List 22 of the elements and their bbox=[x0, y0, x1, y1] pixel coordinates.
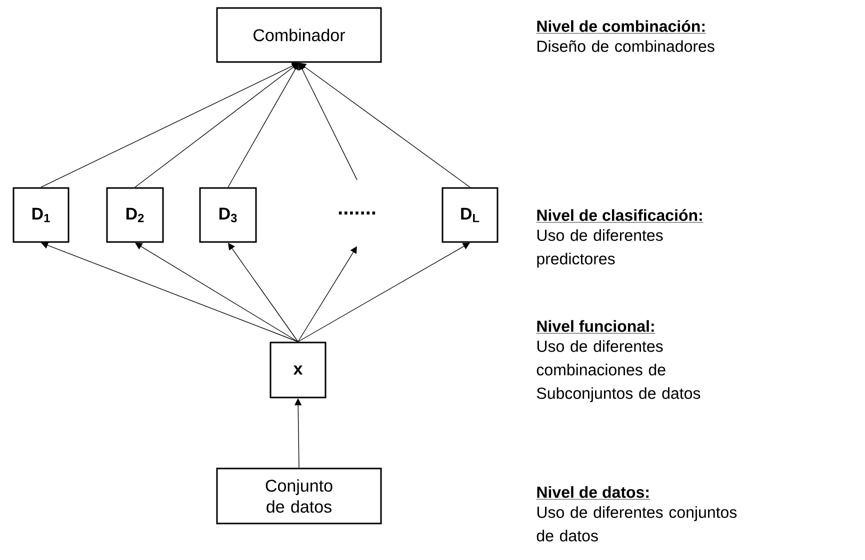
arrow bbox=[41, 242, 298, 342]
level-description: Uso de diferentes combinaciones de Subconjuntos de datos bbox=[536, 340, 700, 402]
level-heading: Nivel de combinación: bbox=[536, 20, 706, 34]
level-description: Uso de diferentes predictores bbox=[537, 229, 663, 268]
level-description: Diseño de combinadores bbox=[538, 40, 714, 52]
process-box: Combinador bbox=[216, 7, 382, 63]
ellipsis-text: ....... bbox=[338, 212, 376, 214]
arrow bbox=[299, 62, 470, 188]
arrow bbox=[40, 62, 299, 188]
classifier-box: D$_{2}$ bbox=[106, 187, 164, 243]
level-heading: Nivel de datos: bbox=[536, 486, 650, 500]
arrow bbox=[298, 242, 470, 342]
arrow bbox=[135, 242, 298, 342]
classifier-box: D$_{3}$ bbox=[199, 187, 257, 243]
level-description: Uso de diferentes conjuntos de datos bbox=[536, 506, 737, 542]
level-heading: Nivel funcional: bbox=[536, 320, 656, 334]
classifier-box: x bbox=[270, 342, 326, 398]
level-heading: Nivel de clasificación: bbox=[536, 209, 704, 223]
classifier-box: D$_{L}$ bbox=[442, 187, 498, 243]
classifier-box: D$_{1}$ bbox=[12, 187, 70, 243]
process-box: Conjunto de datos bbox=[216, 468, 382, 524]
arrow bbox=[134, 62, 299, 188]
